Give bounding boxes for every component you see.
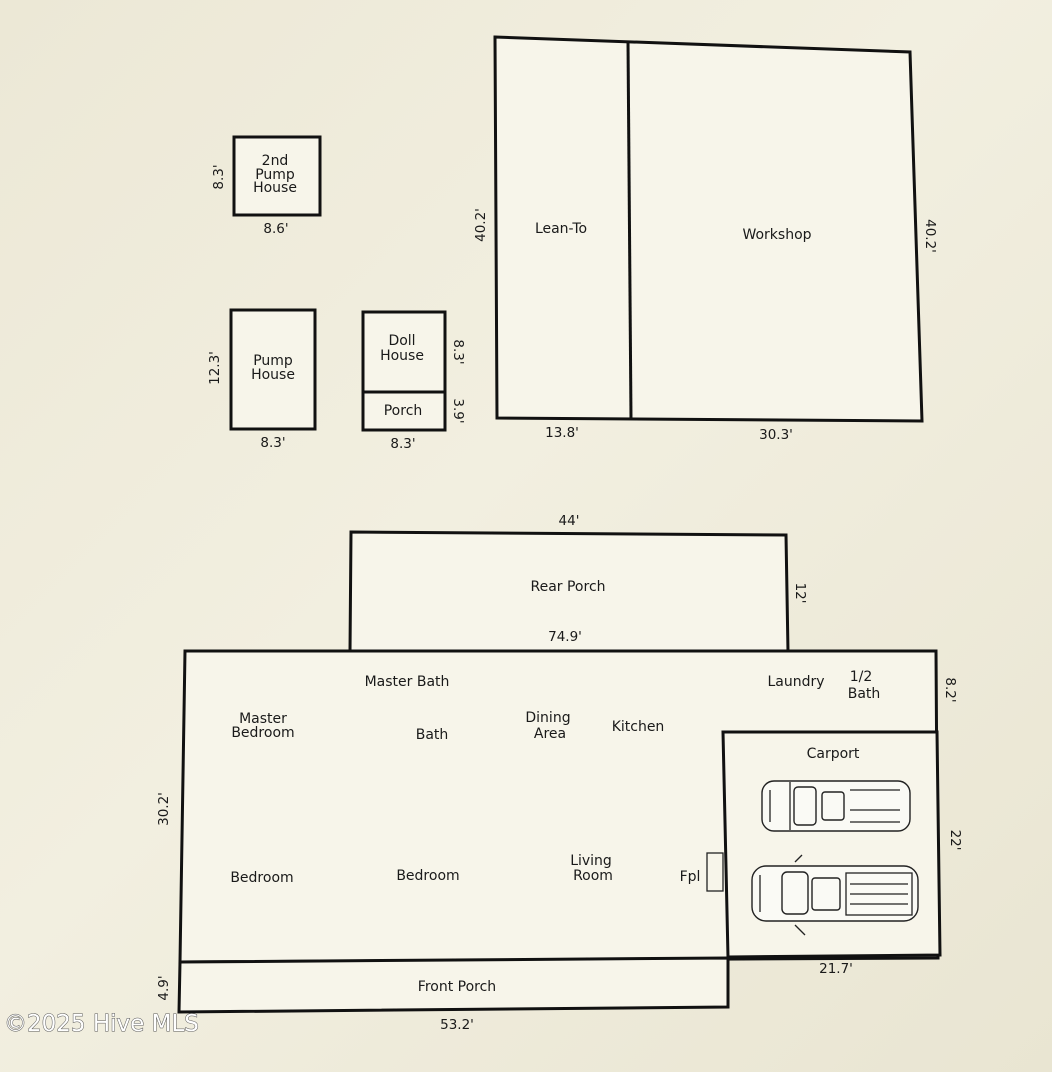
rear-porch-width-dim: 44' (559, 513, 580, 529)
doll-house-porch-label: Porch (384, 403, 423, 419)
watermark: ©2025 Hive MLS (4, 1011, 199, 1037)
front-porch: Front Porch 4.9' 53.2' (156, 956, 730, 1033)
doll-house-outline (361, 310, 447, 432)
bedroom-1-label: Bedroom (230, 870, 293, 886)
carport-label: Carport (807, 746, 860, 762)
pump-house-label-line2: House (251, 367, 295, 383)
workshop-building: Lean-To Workshop 40.2' 40.2' 13.8' 30.3' (473, 35, 938, 443)
laundry-label: Laundry (767, 674, 824, 690)
lean-to-label: Lean-To (535, 221, 587, 237)
second-pump-house: 2nd Pump House 8.3' 8.6' (211, 135, 322, 237)
front-porch-depth-dim: 4.9' (156, 975, 172, 1000)
carport: Carport 22' 21.7' (721, 730, 963, 977)
carport-depth-dim: 22' (947, 830, 963, 851)
second-pump-house-label-line3: House (253, 180, 297, 196)
master-bath-label: Master Bath (365, 674, 450, 690)
main-house-depth-dim: 30.2' (156, 792, 172, 826)
bedroom-2-label: Bedroom (396, 868, 459, 884)
second-pump-house-outline (232, 135, 322, 217)
doll-house-label-line1: Doll (388, 333, 415, 349)
workshop-height-dim: 40.2' (922, 219, 938, 253)
car-icon (761, 780, 911, 832)
dining-area-label-line2: Area (534, 726, 566, 742)
carport-outline (721, 730, 942, 959)
fireplace-symbol (706, 852, 724, 892)
front-porch-label: Front Porch (418, 979, 496, 995)
second-pump-house-height-dim: 8.3' (211, 164, 227, 189)
pump-house-width-dim: 8.3' (260, 435, 285, 451)
workshop-label: Workshop (742, 227, 811, 243)
second-pump-house-label-line2: Pump (255, 167, 295, 183)
main-house-width-dim: 74.9' (548, 629, 582, 645)
doll-house-width-dim: 8.3' (390, 436, 415, 452)
doll-house-label-line2: House (380, 348, 424, 364)
living-room-label-line2: Room (573, 868, 613, 884)
main-house-right-upper-dim: 8.2' (942, 677, 958, 702)
master-bedroom-label-line1: Master (239, 711, 287, 727)
front-porch-outline (177, 956, 730, 1014)
carport-width-dim: 21.7' (819, 961, 853, 977)
master-bedroom-label-line2: Bedroom (231, 725, 294, 741)
second-pump-house-label-line1: 2nd (262, 153, 289, 169)
pump-house-height-dim: 12.3' (207, 351, 223, 385)
workshop-width-dim: 30.3' (759, 427, 793, 443)
workshop-outline (493, 35, 924, 423)
dining-area-label-line1: Dining (525, 710, 570, 726)
truck-icon (751, 854, 919, 936)
pump-house-outline (229, 308, 317, 431)
lean-to-height-dim: 40.2' (473, 208, 489, 242)
kitchen-label: Kitchen (612, 719, 665, 735)
doll-house-height-dim: 8.3' (450, 339, 466, 364)
rear-porch-label: Rear Porch (530, 579, 605, 595)
fireplace-label: Fpl (680, 869, 701, 885)
bath-label: Bath (416, 727, 449, 743)
lean-to-width-dim: 13.8' (545, 425, 579, 441)
pump-house-label-line1: Pump (253, 353, 293, 369)
rear-porch-depth-dim: 12' (792, 583, 808, 604)
pump-house: Pump House 12.3' 8.3' (207, 308, 317, 451)
lean-to-divider (626, 41, 633, 420)
half-bath-label-line1: 1/2 (850, 669, 873, 685)
front-porch-width-dim: 53.2' (440, 1017, 474, 1033)
doll-house: Doll House Porch 8.3' 3.9' 8.3' (361, 310, 466, 452)
doll-house-porch-dim: 3.9' (450, 398, 466, 423)
half-bath-label-line2: Bath (848, 686, 881, 702)
living-room-label-line1: Living (570, 853, 612, 869)
second-pump-house-width-dim: 8.6' (263, 221, 288, 237)
